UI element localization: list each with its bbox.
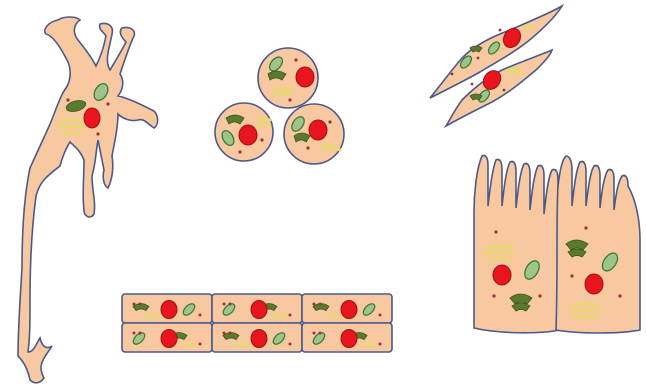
cuboidal-cell-vesicle bbox=[133, 303, 136, 306]
cuboidal-cell-vesicle bbox=[199, 343, 202, 346]
cuboidal-cell-vesicle bbox=[133, 332, 136, 335]
cuboidal-cell-vesicle bbox=[199, 314, 202, 317]
cuboidal-cell-vesicle bbox=[379, 343, 382, 346]
round-cell-top bbox=[258, 48, 318, 108]
cuboidal-cell-nucleus bbox=[341, 330, 357, 348]
cuboidal-cell-vesicle bbox=[139, 303, 142, 306]
round-cell-vesicle bbox=[238, 150, 241, 153]
round-cell-vesicle bbox=[328, 120, 331, 123]
cuboidal-cell-vesicle bbox=[229, 303, 232, 306]
neuron-vesicle bbox=[96, 132, 99, 135]
cuboidal-cell-vesicle bbox=[229, 332, 232, 335]
columnar-cell-vesicle bbox=[618, 294, 621, 297]
columnar-cell-vesicle bbox=[570, 274, 573, 277]
round-cell-vesicle bbox=[288, 98, 291, 101]
cuboidal-cell-er bbox=[237, 344, 249, 346]
columnar-cell-vesicle bbox=[584, 226, 587, 229]
spindle-cells bbox=[430, 6, 562, 126]
cuboidal-cell bbox=[302, 323, 392, 352]
spindle-cell-vesicle bbox=[451, 73, 454, 76]
cuboidal-cell-vesicle bbox=[313, 332, 316, 335]
columnar-cell-vesicle bbox=[492, 294, 495, 297]
cuboidal-cell-er bbox=[183, 344, 195, 346]
cuboidal-cell-er bbox=[147, 315, 159, 317]
columnar-cell-nucleus bbox=[493, 265, 511, 285]
round-cell-nucleus bbox=[239, 125, 257, 145]
cuboidal-cell bbox=[122, 294, 212, 323]
cuboidal-cell-vesicle bbox=[319, 303, 322, 306]
neuron-vesicle bbox=[106, 102, 109, 105]
columnar-cell-vesicle bbox=[538, 294, 541, 297]
round-cell-vesicle bbox=[294, 58, 297, 61]
round-cell-left bbox=[215, 103, 273, 161]
cuboidal-cell-vesicle bbox=[313, 303, 316, 306]
cuboidal-cell bbox=[212, 323, 302, 352]
columnar-cell-left bbox=[474, 155, 560, 332]
cuboidal-cell-vesicle bbox=[139, 332, 142, 335]
cuboidal-cell-vesicle bbox=[289, 343, 292, 346]
columnar-epithelial-cells bbox=[474, 155, 640, 333]
cuboidal-cell-nucleus bbox=[251, 330, 267, 348]
cuboidal-cell-vesicle bbox=[379, 314, 382, 317]
round-cells bbox=[215, 48, 344, 164]
columnar-cell-vesicle bbox=[494, 230, 497, 233]
cuboidal-cell-vesicle bbox=[223, 303, 226, 306]
cuboidal-cell bbox=[122, 323, 212, 352]
round-cell-right bbox=[284, 104, 344, 164]
cuboidal-cell-er bbox=[273, 315, 285, 317]
cuboidal-cell-vesicle bbox=[319, 332, 322, 335]
cuboidal-cell-er bbox=[327, 315, 339, 317]
round-cell-nucleus bbox=[296, 67, 314, 87]
cuboidal-cell-er bbox=[363, 344, 375, 346]
spindle-cell-er bbox=[522, 27, 534, 29]
round-cell-vesicle bbox=[306, 146, 309, 149]
cuboidal-cell-vesicle bbox=[289, 314, 292, 317]
round-cell-nucleus bbox=[309, 120, 327, 140]
cuboidal-cell-vesicle bbox=[223, 332, 226, 335]
cuboidal-cell-nucleus bbox=[341, 301, 357, 319]
spindle-cell-vesicle bbox=[499, 29, 502, 32]
cuboidal-epithelial-cells bbox=[122, 294, 392, 352]
columnar-cell-nucleus bbox=[585, 274, 603, 294]
round-cell-vesicle bbox=[260, 138, 263, 141]
cuboidal-cell-nucleus bbox=[161, 301, 177, 319]
cuboidal-cell-nucleus bbox=[251, 301, 267, 319]
spindle-cell-vesicle bbox=[503, 89, 506, 92]
cuboidal-cell-nucleus bbox=[161, 330, 177, 348]
cuboidal-cell bbox=[302, 294, 392, 323]
spindle-cell-vesicle bbox=[477, 57, 480, 60]
cuboidal-cell bbox=[212, 294, 302, 323]
spindle-cell-vesicle bbox=[471, 83, 474, 86]
columnar-cell-right bbox=[556, 156, 640, 333]
neuron-nucleus bbox=[84, 108, 100, 128]
neuron-vesicle bbox=[66, 98, 69, 101]
